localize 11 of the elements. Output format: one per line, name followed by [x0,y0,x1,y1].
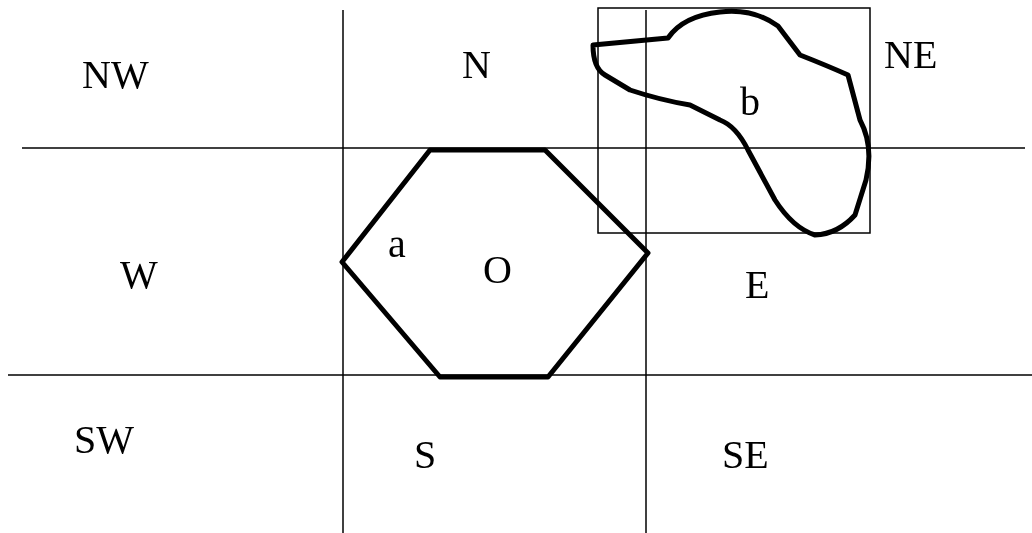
tile-label: O [483,250,512,290]
direction-label: NW [82,55,149,95]
direction-label: S [414,435,437,475]
region-name: a [388,224,406,264]
region-name: b [740,82,760,122]
direction-label: W [120,255,158,295]
direction-label: SW [74,420,134,460]
direction-label: SE [722,435,769,475]
direction-label: N [462,45,491,85]
direction-label: NE [884,35,938,75]
direction-label: E [745,265,770,305]
